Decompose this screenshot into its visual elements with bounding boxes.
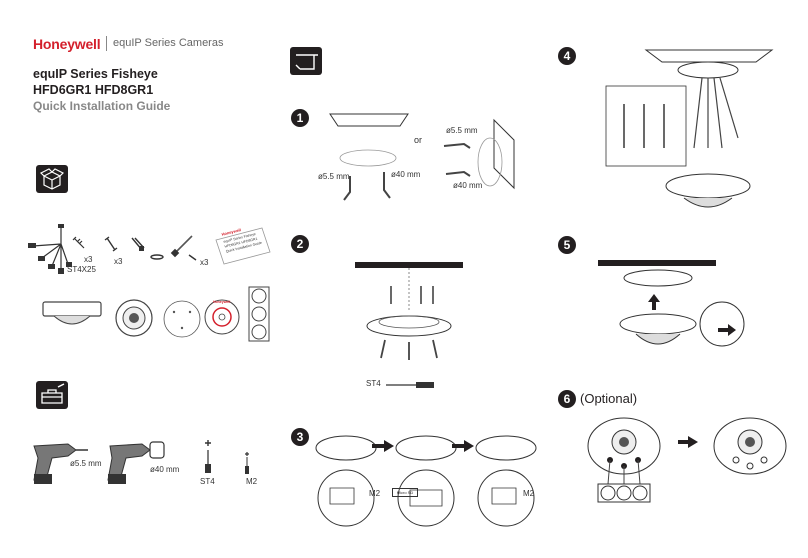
toolbox-icon — [36, 381, 68, 409]
box-icon — [36, 165, 68, 193]
lens-cover-illustration — [587, 417, 787, 503]
screwdriver-m2-label: M2 — [246, 477, 258, 486]
cd-brand: Honeywell — [213, 300, 231, 304]
anchor-icon — [104, 236, 118, 252]
ceiling-drill-illustration — [329, 113, 409, 201]
ring-strip-icon — [248, 286, 270, 342]
step2-st4-label: ST4 — [366, 379, 381, 388]
page-title: equIP Series Fisheye HFD6GR1 HFD8GR1 — [33, 66, 158, 98]
hole-saw-label: ø40 mm — [150, 465, 180, 474]
drill-icon — [33, 443, 88, 484]
hole-saw-drill-icon — [107, 441, 165, 484]
drill-template-icon — [163, 300, 201, 338]
small-screwdriver-icon — [245, 452, 249, 474]
step6-optional-label: (Optional) — [580, 391, 638, 406]
small-screw-qty: x3 — [200, 258, 209, 267]
step-6-number: 6 — [558, 390, 576, 408]
step1-drill-c-label: ø5.5 mm — [446, 126, 478, 135]
phillips-screwdriver-icon — [205, 440, 211, 473]
screw-spec: ST4X25 — [67, 265, 96, 274]
rubber-ring-icon — [150, 254, 164, 260]
title-line-1: equIP Series Fisheye — [33, 67, 158, 81]
step-2-number: 2 — [291, 235, 309, 253]
mount-bracket-illustration — [355, 262, 463, 360]
title-line-2: HFD6GR1 HFD8GR1 — [33, 83, 154, 97]
step1-drill-a-label: ø5.5 mm — [318, 172, 350, 181]
cable-harness-icon — [28, 224, 72, 274]
step-5-number: 5 — [558, 236, 576, 254]
screwdriver-icon — [170, 235, 193, 258]
step1-drill-b-label: ø40 mm — [391, 170, 421, 179]
step3-sd-label: Micro SD — [392, 488, 418, 497]
torx-wrench-icon — [131, 237, 145, 251]
step-1-number: 1 — [291, 109, 309, 127]
booklet-icon — [215, 227, 271, 265]
cd-icon — [204, 299, 240, 335]
small-screw-icon — [188, 254, 197, 261]
step3-m2-b-label: M2 — [523, 489, 535, 498]
step1-drill-d-label: ø40 mm — [453, 181, 483, 190]
brand-logo: Honeywell — [33, 36, 101, 52]
drill-bit-label: ø5.5 mm — [70, 459, 102, 468]
series-name: equIP Series Cameras — [113, 37, 224, 49]
cable-connection-illustration — [605, 49, 774, 208]
wall-drill-illustration — [443, 118, 515, 190]
screwdriver-st4-label: ST4 — [200, 477, 215, 486]
camera-top-icon — [115, 299, 153, 337]
camera-side-icon — [42, 301, 102, 325]
screw-icon — [72, 236, 85, 249]
step-4-number: 4 — [558, 47, 576, 65]
header-divider — [106, 36, 107, 51]
st4-screwdriver-icon — [386, 382, 434, 388]
step1-or-label: or — [414, 135, 423, 145]
anchor-qty: x3 — [114, 257, 123, 266]
sd-card-illustration — [315, 435, 537, 527]
cable-icon — [290, 47, 322, 75]
page-subtitle: Quick Installation Guide — [33, 99, 171, 113]
camera-mount-illustration — [598, 260, 745, 347]
step3-m2-a-label: M2 — [369, 489, 381, 498]
step-3-number: 3 — [291, 428, 309, 446]
screw-qty: x3 — [84, 255, 93, 264]
